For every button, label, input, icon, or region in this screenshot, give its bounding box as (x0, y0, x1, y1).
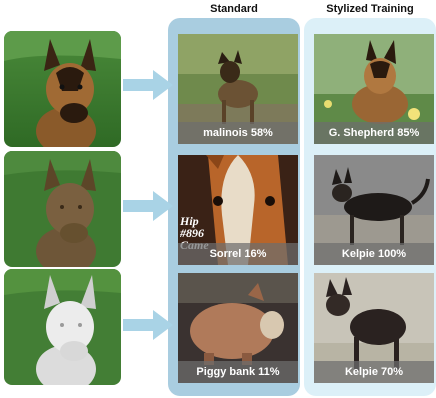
stylized-label-3: Kelpie 70% (314, 361, 434, 383)
standard-label-2: Sorrel 16% (178, 243, 298, 265)
stylized-result-2: Kelpie 100% (314, 155, 434, 265)
input-image-grey-dog (4, 269, 121, 385)
arrow-right-icon (123, 310, 173, 340)
photo-text-number: #896 (180, 226, 204, 240)
stylized-label-2: Kelpie 100% (314, 243, 434, 265)
standard-result-2: Hip #896 Came Sorrel 16% (178, 155, 298, 265)
photo-text-hip: Hip (180, 214, 199, 228)
standard-label-3: Piggy bank 11% (178, 361, 298, 383)
standard-result-3: Piggy bank 11% (178, 273, 298, 383)
stylized-result-1: G. Shepherd 85% (314, 34, 434, 144)
standard-column-title: Standard (210, 3, 258, 15)
arrow-right-icon (123, 70, 173, 100)
stylized-column-title: Stylized Training (326, 3, 414, 15)
standard-result-1: malinois 58% (178, 34, 298, 144)
arrow-right-icon (123, 191, 173, 221)
stylized-label-1: G. Shepherd 85% (314, 122, 434, 144)
input-image-stylized-dog (4, 151, 121, 267)
input-image-textured-dog (4, 31, 121, 147)
stylized-result-3: Kelpie 70% (314, 273, 434, 383)
standard-label-1: malinois 58% (178, 122, 298, 144)
